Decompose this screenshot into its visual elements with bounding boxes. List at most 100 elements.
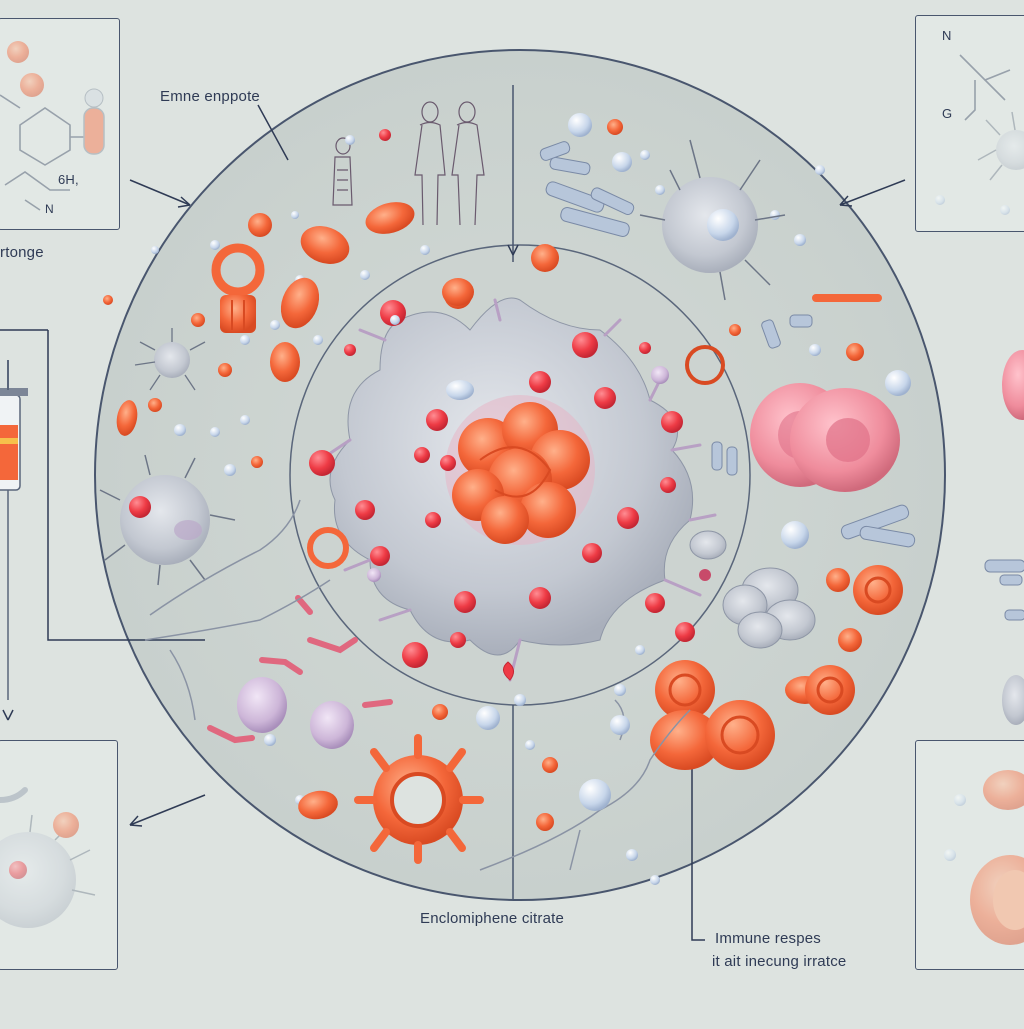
syringe-icon xyxy=(0,360,28,721)
inset-panel-bottom-left xyxy=(0,740,118,970)
label-bottom-right-1: Immune respes xyxy=(715,930,821,947)
orange-rbc xyxy=(270,342,300,382)
bubble xyxy=(270,320,280,330)
immune-cell-left xyxy=(99,454,236,586)
orange-particle xyxy=(148,398,162,412)
red-granule xyxy=(594,387,616,409)
bubble xyxy=(770,210,780,220)
orange-particle xyxy=(729,324,741,336)
red-granule xyxy=(426,409,448,431)
bubble xyxy=(210,240,220,250)
bracket-left xyxy=(47,330,205,641)
bubble xyxy=(809,344,821,356)
bubble xyxy=(514,694,526,706)
red-granule xyxy=(645,593,665,613)
orange-rbc xyxy=(300,226,350,264)
bubble xyxy=(635,645,645,655)
pink-fragments xyxy=(207,595,393,744)
human-figures-icon xyxy=(332,101,485,226)
orange-particle xyxy=(103,295,113,305)
arrow-left-top xyxy=(129,179,191,206)
red-granule xyxy=(379,129,391,141)
inset-panel-top-right xyxy=(915,15,1024,232)
red-granule xyxy=(639,342,651,354)
red-granule xyxy=(675,622,695,642)
chem-label-n-top-right: N xyxy=(942,28,952,43)
bubble xyxy=(151,246,159,254)
red-granule xyxy=(617,507,639,529)
bubble xyxy=(610,715,630,735)
bubble xyxy=(360,270,370,280)
red-granule xyxy=(572,332,598,358)
bubble xyxy=(264,734,276,746)
arrow-left-bottom xyxy=(129,794,206,826)
orange-particle xyxy=(248,213,272,237)
chem-label-n-top-left: N xyxy=(45,202,54,216)
bubble xyxy=(390,315,400,325)
orange-spiky-cell xyxy=(354,734,484,864)
red-granule xyxy=(661,411,683,433)
orange-rbc xyxy=(365,202,415,234)
immune-cell-small-left xyxy=(134,328,206,391)
orange-rbc xyxy=(116,400,138,436)
orange-particle xyxy=(218,363,232,377)
pink-rbc-pair xyxy=(750,383,900,492)
label-bottom-center: Enclomiphene citrate xyxy=(420,910,565,927)
bubble xyxy=(313,335,323,345)
red-granule xyxy=(425,512,441,528)
chem-label-g-top-right: G xyxy=(942,106,953,121)
bubble xyxy=(240,335,250,345)
chem-label-sh-top-left: 6H, xyxy=(58,172,79,187)
orange-particle xyxy=(542,757,558,773)
bubble xyxy=(476,706,500,730)
bubble-large xyxy=(579,779,611,811)
bracket-bottom-right xyxy=(691,690,705,941)
bubble xyxy=(240,415,250,425)
red-granule xyxy=(414,447,430,463)
bubble-particles xyxy=(151,113,911,885)
bubble xyxy=(291,211,299,219)
inset-panel-top-left xyxy=(0,18,120,230)
bubble xyxy=(815,165,825,175)
rbc-edge xyxy=(1002,350,1024,420)
orange-rbc xyxy=(442,278,474,306)
red-granule xyxy=(529,371,551,393)
vesicle xyxy=(446,380,474,400)
red-granule xyxy=(355,500,375,520)
lilac-cells xyxy=(237,677,354,749)
process-tip xyxy=(699,569,711,581)
orange-particle xyxy=(531,244,559,272)
bubble xyxy=(794,234,806,246)
arrowhead-center xyxy=(507,244,519,256)
bubble xyxy=(568,113,592,137)
red-granule xyxy=(660,477,676,493)
label-top-left: Emne enppote xyxy=(160,88,260,105)
orange-rbc xyxy=(298,790,338,820)
orange-particle xyxy=(838,628,862,652)
bubble xyxy=(612,152,632,172)
bubble xyxy=(640,150,650,160)
orange-particle xyxy=(607,119,623,135)
inset-panel-bottom-right xyxy=(915,740,1024,970)
red-granule xyxy=(450,632,466,648)
arrow-right-top xyxy=(839,179,906,206)
orange-particle xyxy=(826,568,850,592)
orange-particle xyxy=(191,313,205,327)
red-granule xyxy=(440,455,456,471)
blob-cluster xyxy=(689,530,816,649)
orange-particle xyxy=(846,343,864,361)
bubble xyxy=(224,464,236,476)
red-granule xyxy=(402,642,428,668)
bubble xyxy=(420,245,430,255)
bubble xyxy=(345,135,355,145)
immune-cell-top-right-large xyxy=(639,139,786,301)
pointer-line-top xyxy=(257,104,289,161)
red-granule xyxy=(529,587,551,609)
receptor-shape xyxy=(211,243,265,333)
red-granule xyxy=(309,450,335,476)
crystal-cluster-right xyxy=(984,559,1024,621)
bubble xyxy=(650,875,660,885)
bubble xyxy=(626,849,638,861)
